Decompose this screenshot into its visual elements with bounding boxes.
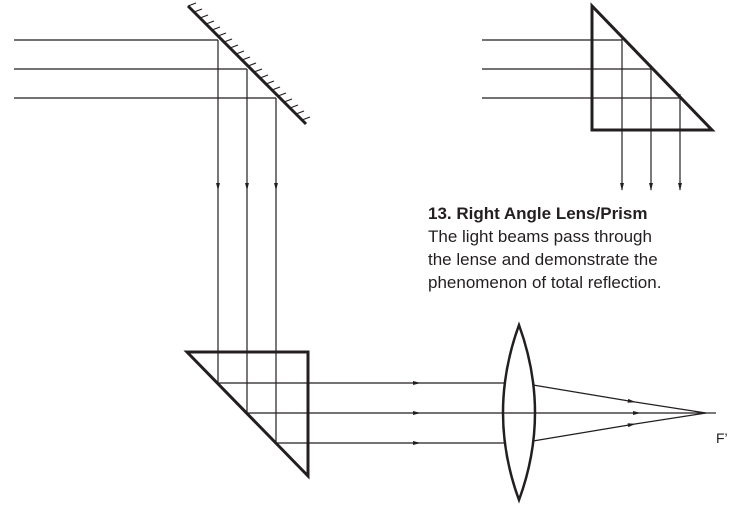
- converging-beams: [532, 384, 716, 442]
- caption-line: the lense and demonstrate the: [428, 250, 658, 269]
- bottom-prism: [183, 350, 310, 480]
- plane-mirror: [186, 2, 311, 126]
- mirror-hatching: [187, 2, 311, 121]
- caption-line: The light beams pass through: [428, 227, 652, 246]
- focal-point-label: F’: [716, 430, 728, 446]
- mirror-incoming-beams: [14, 39, 276, 99]
- prism-output-beams: [308, 381, 500, 445]
- prism-outgoing-beams: [620, 130, 682, 191]
- mirror-reflected-beams: [216, 40, 278, 352]
- convex-lens: [500, 321, 538, 504]
- prism-incoming-beams: [482, 39, 592, 99]
- top-right-prism: [590, 2, 716, 132]
- caption-line: phenomenon of total reflection.: [428, 273, 662, 292]
- caption-title: 13. Right Angle Lens/Prism: [428, 204, 648, 223]
